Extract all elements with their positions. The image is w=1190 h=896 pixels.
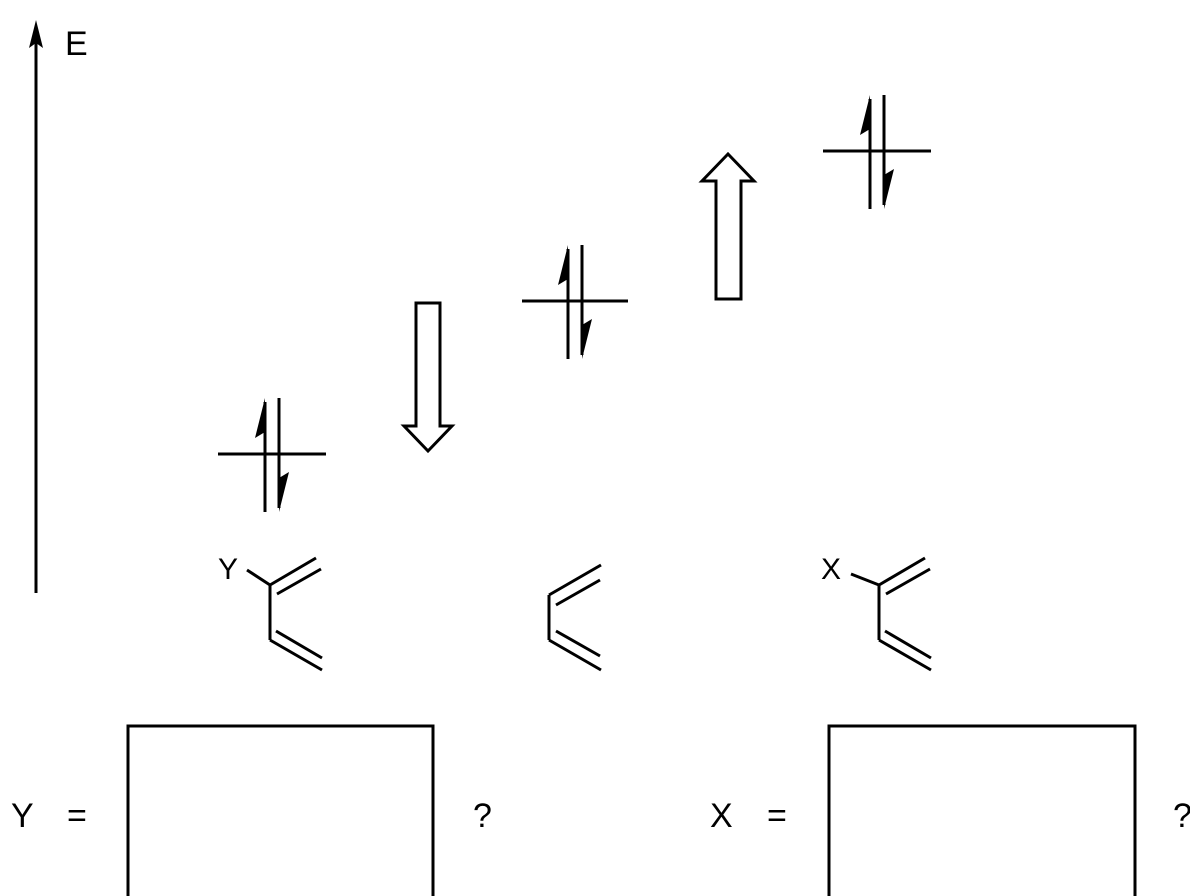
substituent-y-label: Y bbox=[218, 553, 238, 586]
x-substituted-diene-structure: X bbox=[821, 553, 932, 672]
question-y-mark: ? bbox=[473, 797, 492, 835]
y-substituted-diene-structure: Y bbox=[218, 553, 323, 672]
answer-box-y[interactable] bbox=[126, 724, 435, 896]
energy-axis-label: E bbox=[65, 25, 88, 63]
spin-up-arrowhead-icon bbox=[558, 245, 568, 285]
question-y: Y = ? bbox=[11, 724, 492, 896]
orbital-level-y bbox=[218, 398, 326, 512]
spin-down-arrowhead-icon bbox=[582, 319, 592, 359]
spin-down-arrowhead-icon bbox=[884, 169, 894, 209]
answer-box-x[interactable] bbox=[827, 724, 1137, 896]
question-x: X = ? bbox=[710, 724, 1190, 896]
up-shift-arrow-icon bbox=[698, 151, 758, 301]
question-x-mark: ? bbox=[1173, 797, 1190, 835]
spin-up-arrowhead-icon bbox=[860, 95, 870, 135]
parent-diene-structure bbox=[547, 563, 602, 672]
energy-axis: E bbox=[29, 20, 88, 593]
spin-up-arrowhead-icon bbox=[255, 398, 265, 438]
question-y-variable: Y bbox=[11, 797, 34, 835]
down-shift-arrow-icon bbox=[400, 301, 456, 454]
substituent-x-label: X bbox=[821, 553, 841, 586]
spin-down-arrowhead-icon bbox=[279, 472, 289, 512]
question-x-equals: = bbox=[767, 797, 787, 835]
orbital-level-parent bbox=[522, 245, 628, 359]
energy-axis-arrowhead bbox=[29, 20, 43, 48]
orbital-level-x bbox=[823, 95, 931, 209]
question-y-equals: = bbox=[67, 797, 87, 835]
question-x-variable: X bbox=[710, 797, 733, 835]
